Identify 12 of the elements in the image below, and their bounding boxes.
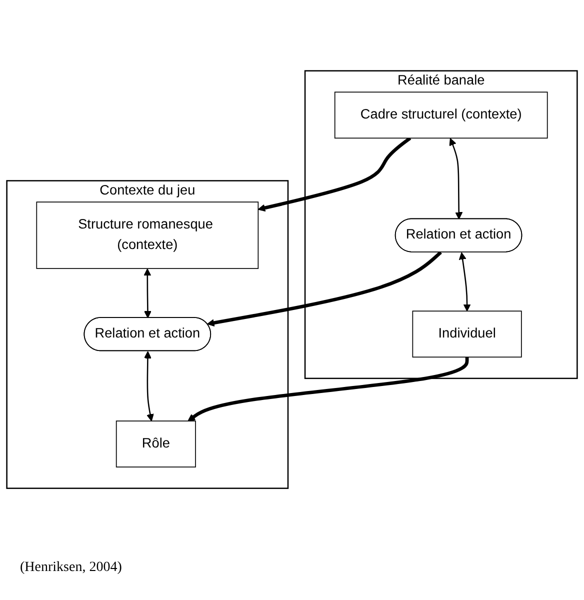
arrow xyxy=(449,138,463,220)
node-box: Cadre structurel (contexte) xyxy=(334,92,548,139)
arrow xyxy=(458,252,471,312)
arrow xyxy=(188,358,469,422)
node-box: Individuel xyxy=(412,311,522,358)
arrow xyxy=(206,251,442,327)
arrow xyxy=(258,137,412,212)
arrow xyxy=(144,352,154,422)
citation-note: (Henriksen, 2004) xyxy=(20,560,123,576)
node-box: Rôle xyxy=(116,421,196,468)
node-box: Structure romanesque (contexte) xyxy=(36,202,259,270)
arrow xyxy=(144,268,152,319)
